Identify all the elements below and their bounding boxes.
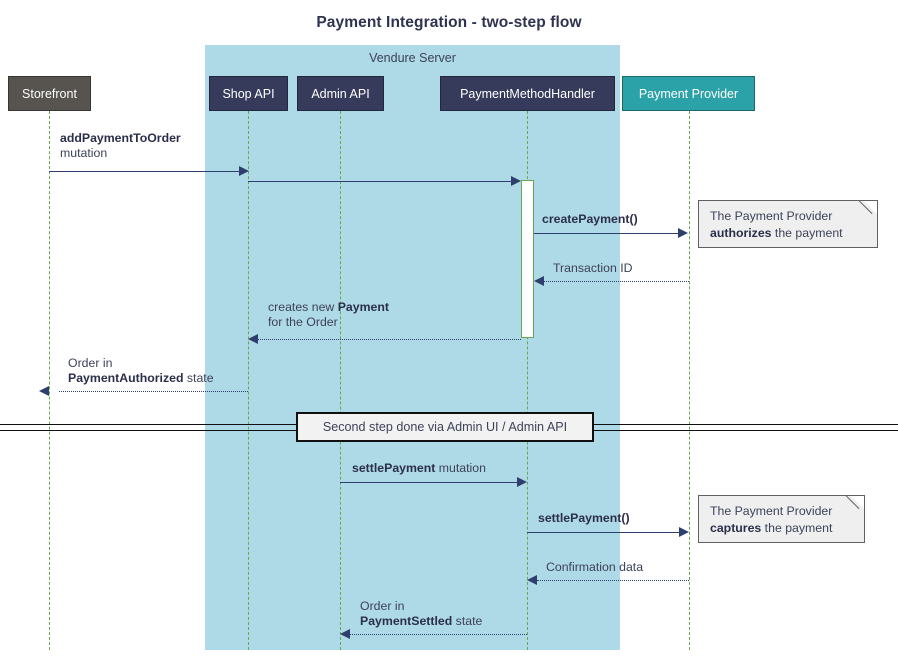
arrow-order-payment-authorized xyxy=(59,391,248,392)
message-label-settle-payment-call: settlePayment() xyxy=(538,511,630,526)
lifeline-admin-api xyxy=(340,111,341,650)
message-label-create-payment: createPayment() xyxy=(542,212,638,227)
message-text-plain: creates new xyxy=(268,300,338,314)
message-label-order-payment-authorized: Order in PaymentAuthorized state xyxy=(68,356,214,386)
participant-payment-provider[interactable]: Payment Provider xyxy=(622,76,755,111)
arrow-add-payment-to-order xyxy=(49,171,239,172)
arrow-head-order-payment-settled xyxy=(340,629,350,639)
note-line-2-plain: the payment xyxy=(771,226,843,240)
divider-box: Second step done via Admin UI / Admin AP… xyxy=(296,412,594,442)
message-text-plain-2: state xyxy=(183,371,214,385)
arrow-head-creates-new-payment xyxy=(248,334,258,344)
page-title: Payment Integration - two-step flow xyxy=(316,14,582,31)
message-text-plain-2: for the Order xyxy=(268,315,338,329)
note-line-2-plain: the payment xyxy=(761,521,833,535)
note-authorizes: The Payment Provider authorizes the paym… xyxy=(698,200,878,248)
group-box-vendure-server xyxy=(205,45,620,650)
arrow-shop-api-to-handler xyxy=(248,181,511,182)
arrow-confirmation-data xyxy=(537,580,689,581)
message-label-transaction-id: Transaction ID xyxy=(553,261,633,276)
arrow-head-order-payment-authorized xyxy=(39,386,49,396)
arrow-create-payment xyxy=(534,233,678,234)
participant-storefront[interactable]: Storefront xyxy=(8,76,91,111)
note-line-2-bold: authorizes xyxy=(710,226,772,240)
message-text-plain: Transaction ID xyxy=(553,261,633,275)
note-fold-line-icon xyxy=(846,496,864,514)
message-label-settle-payment-mutation: settlePayment mutation xyxy=(352,461,486,476)
arrow-head-settle-payment-mutation xyxy=(517,477,527,487)
message-text-bold: settlePayment xyxy=(352,461,436,475)
note-line-1: The Payment Provider xyxy=(710,209,833,223)
message-label-order-payment-settled: Order in PaymentSettled state xyxy=(360,599,482,629)
arrow-transaction-id xyxy=(544,281,689,282)
message-text-plain: mutation xyxy=(435,461,486,475)
arrow-order-payment-settled xyxy=(350,634,527,635)
message-label-confirmation-data: Confirmation data xyxy=(546,560,643,575)
participant-shop-api[interactable]: Shop API xyxy=(209,76,288,111)
note-line-2-bold: captures xyxy=(710,521,762,535)
activation-bar-payment-method-handler xyxy=(521,180,534,338)
message-text-plain: Order in xyxy=(68,356,113,370)
message-text-bold: addPaymentToOrder xyxy=(60,131,181,145)
arrow-head-settle-payment-call xyxy=(679,527,689,537)
arrow-head-transaction-id xyxy=(534,276,544,286)
message-label-add-payment-to-order: addPaymentToOrder mutation xyxy=(60,131,181,161)
note-fold-line-icon xyxy=(859,201,877,219)
message-text-bold: PaymentAuthorized xyxy=(68,371,184,385)
participant-admin-api[interactable]: Admin API xyxy=(297,76,384,111)
message-text-plain: Confirmation data xyxy=(546,560,644,574)
arrow-settle-payment-mutation xyxy=(340,482,517,483)
message-label-creates-new-payment: creates new Payment for the Order xyxy=(268,300,389,330)
note-captures: The Payment Provider captures the paymen… xyxy=(698,495,865,543)
message-text-bold: settlePayment() xyxy=(538,511,630,525)
message-text-plain: Order in xyxy=(360,599,405,613)
participant-payment-method-handler[interactable]: PaymentMethodHandler xyxy=(440,76,615,111)
arrow-settle-payment-call xyxy=(527,532,679,533)
note-line-1: The Payment Provider xyxy=(710,504,833,518)
group-label-vendure-server: Vendure Server xyxy=(369,51,456,65)
message-text-plain-2: state xyxy=(452,614,483,628)
arrow-head-create-payment xyxy=(678,228,688,238)
lifeline-payment-method-handler xyxy=(527,111,528,650)
arrow-creates-new-payment xyxy=(258,339,521,340)
message-text-bold: PaymentSettled xyxy=(360,614,453,628)
arrow-head-add-payment-to-order xyxy=(239,166,249,176)
message-text-bold: createPayment() xyxy=(542,212,638,226)
message-text-plain: mutation xyxy=(60,146,108,160)
arrow-head-confirmation-data xyxy=(527,575,537,585)
lifeline-payment-provider xyxy=(689,111,690,650)
lifeline-shop-api xyxy=(248,111,249,650)
message-text-bold: Payment xyxy=(337,300,389,314)
lifeline-storefront xyxy=(49,111,50,650)
arrow-head-shop-api-to-handler xyxy=(511,176,521,186)
